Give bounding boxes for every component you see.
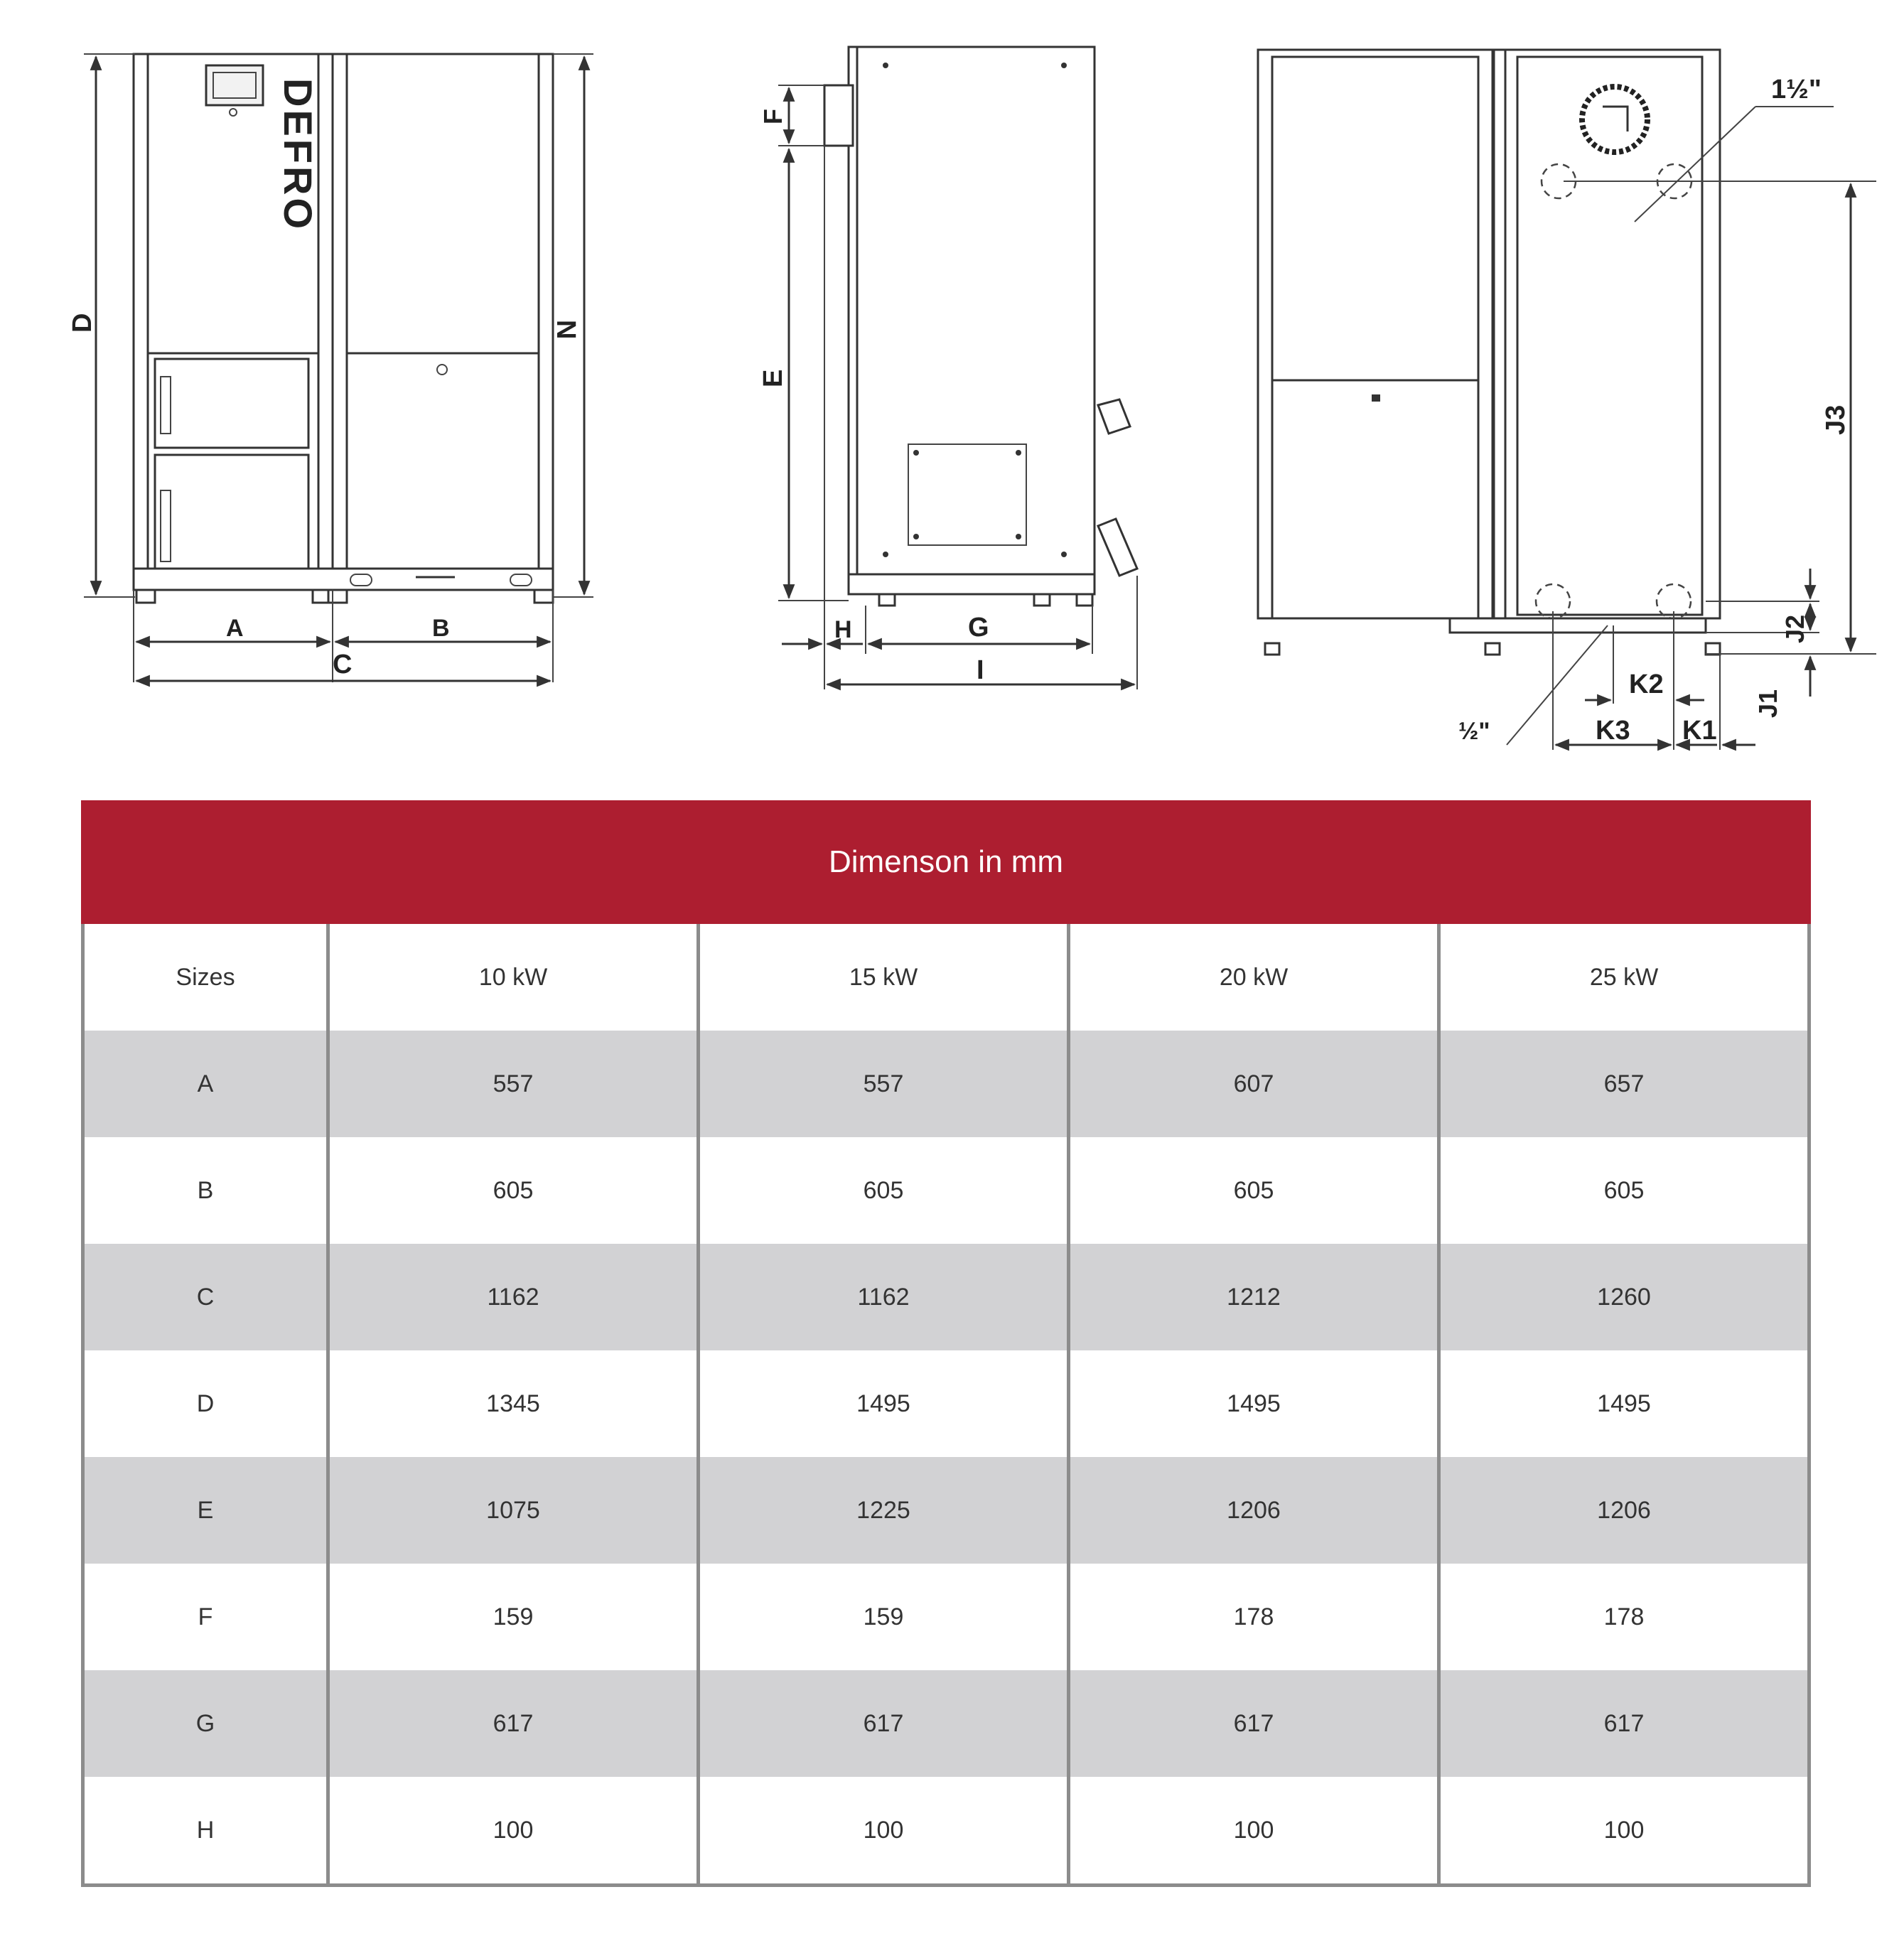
brand-logo-text: DEFRO bbox=[276, 78, 321, 232]
row-label: C bbox=[81, 1244, 330, 1350]
pipe-size-label-large: 1½" bbox=[1771, 75, 1822, 104]
cell-value: 605 bbox=[1437, 1137, 1811, 1244]
cell-value: 1345 bbox=[326, 1350, 700, 1457]
dim-label-A: A bbox=[226, 615, 244, 642]
dim-label-J1: J1 bbox=[1753, 689, 1782, 718]
cell-value: 617 bbox=[1437, 1670, 1811, 1777]
cell-value: 605 bbox=[326, 1137, 700, 1244]
cell-value: 100 bbox=[326, 1777, 700, 1887]
dim-label-K1: K1 bbox=[1682, 716, 1717, 746]
dim-label-E: E bbox=[758, 370, 788, 387]
dimensions-table-container: Dimenson in mm Sizes 10 kW 15 kW 20 kW 2… bbox=[81, 800, 1811, 1887]
row-label: D bbox=[81, 1350, 330, 1457]
table-row: A 557 557 607 657 bbox=[81, 1031, 1811, 1137]
row-label: G bbox=[81, 1670, 330, 1777]
dim-label-D: D bbox=[68, 313, 97, 333]
cell-value: 1495 bbox=[1067, 1350, 1441, 1457]
cell-value: 1495 bbox=[696, 1350, 1070, 1457]
table-header-row: Sizes 10 kW 15 kW 20 kW 25 kW bbox=[81, 924, 1811, 1031]
row-label: E bbox=[81, 1457, 330, 1564]
front-view-drawing: DEFRO D N A B C bbox=[68, 53, 593, 687]
dim-label-J3: J3 bbox=[1821, 405, 1851, 435]
cell-value: 1206 bbox=[1437, 1457, 1811, 1564]
cell-value: 100 bbox=[1067, 1777, 1441, 1887]
rear-view-drawing: J3 J2 J1 K2 K3 K1 1½" ½" bbox=[1257, 48, 1876, 751]
dim-label-H: H bbox=[834, 616, 852, 643]
dim-label-B: B bbox=[432, 615, 450, 642]
pipe-size-label-small: ½" bbox=[1458, 718, 1490, 745]
table-row: B 605 605 605 605 bbox=[81, 1137, 1811, 1244]
cell-value: 100 bbox=[696, 1777, 1070, 1887]
table-row: C 1162 1162 1212 1260 bbox=[81, 1244, 1811, 1350]
table-row: F 159 159 178 178 bbox=[81, 1564, 1811, 1670]
cell-value: 617 bbox=[326, 1670, 700, 1777]
cell-value: 617 bbox=[1067, 1670, 1441, 1777]
header-col-25kw: 25 kW bbox=[1437, 924, 1811, 1031]
header-col-15kw: 15 kW bbox=[696, 924, 1070, 1031]
table-row: E 1075 1225 1206 1206 bbox=[81, 1457, 1811, 1564]
dim-label-I: I bbox=[977, 655, 984, 685]
cell-value: 1225 bbox=[696, 1457, 1070, 1564]
cell-value: 1162 bbox=[696, 1244, 1070, 1350]
cell-value: 100 bbox=[1437, 1777, 1811, 1887]
cell-value: 178 bbox=[1067, 1564, 1441, 1670]
dim-label-C: C bbox=[333, 650, 352, 679]
table-row: D 1345 1495 1495 1495 bbox=[81, 1350, 1811, 1457]
header-col-20kw: 20 kW bbox=[1067, 924, 1441, 1031]
side-view-drawing: F E H G I bbox=[758, 45, 1139, 691]
row-label: F bbox=[81, 1564, 330, 1670]
cell-value: 557 bbox=[696, 1031, 1070, 1137]
header-col-10kw: 10 kW bbox=[326, 924, 700, 1031]
cell-value: 1260 bbox=[1437, 1244, 1811, 1350]
dim-label-K3: K3 bbox=[1596, 716, 1630, 746]
dim-label-G: G bbox=[968, 613, 989, 643]
cell-value: 1212 bbox=[1067, 1244, 1441, 1350]
cell-value: 1495 bbox=[1437, 1350, 1811, 1457]
dim-label-F: F bbox=[758, 109, 787, 124]
technical-drawings: DEFRO D N A B C bbox=[68, 45, 1876, 751]
dim-label-N: N bbox=[551, 320, 581, 339]
cell-value: 178 bbox=[1437, 1564, 1811, 1670]
table-row: H 100 100 100 100 bbox=[81, 1777, 1811, 1887]
cell-value: 605 bbox=[696, 1137, 1070, 1244]
table-title: Dimenson in mm bbox=[81, 800, 1811, 924]
cell-value: 557 bbox=[326, 1031, 700, 1137]
row-label: A bbox=[81, 1031, 330, 1137]
dim-label-J2: J2 bbox=[1780, 615, 1809, 643]
cell-value: 1075 bbox=[326, 1457, 700, 1564]
cell-value: 159 bbox=[326, 1564, 700, 1670]
dim-label-K2: K2 bbox=[1629, 670, 1664, 699]
cell-value: 1162 bbox=[326, 1244, 700, 1350]
row-label: B bbox=[81, 1137, 330, 1244]
header-sizes-label: Sizes bbox=[81, 924, 330, 1031]
cell-value: 657 bbox=[1437, 1031, 1811, 1137]
row-label: H bbox=[81, 1777, 330, 1887]
cell-value: 159 bbox=[696, 1564, 1070, 1670]
cell-value: 617 bbox=[696, 1670, 1070, 1777]
cell-value: 1206 bbox=[1067, 1457, 1441, 1564]
cell-value: 605 bbox=[1067, 1137, 1441, 1244]
cell-value: 607 bbox=[1067, 1031, 1441, 1137]
dimensions-table: Sizes 10 kW 15 kW 20 kW 25 kW A 557 557 … bbox=[81, 924, 1811, 1887]
table-row: G 617 617 617 617 bbox=[81, 1670, 1811, 1777]
